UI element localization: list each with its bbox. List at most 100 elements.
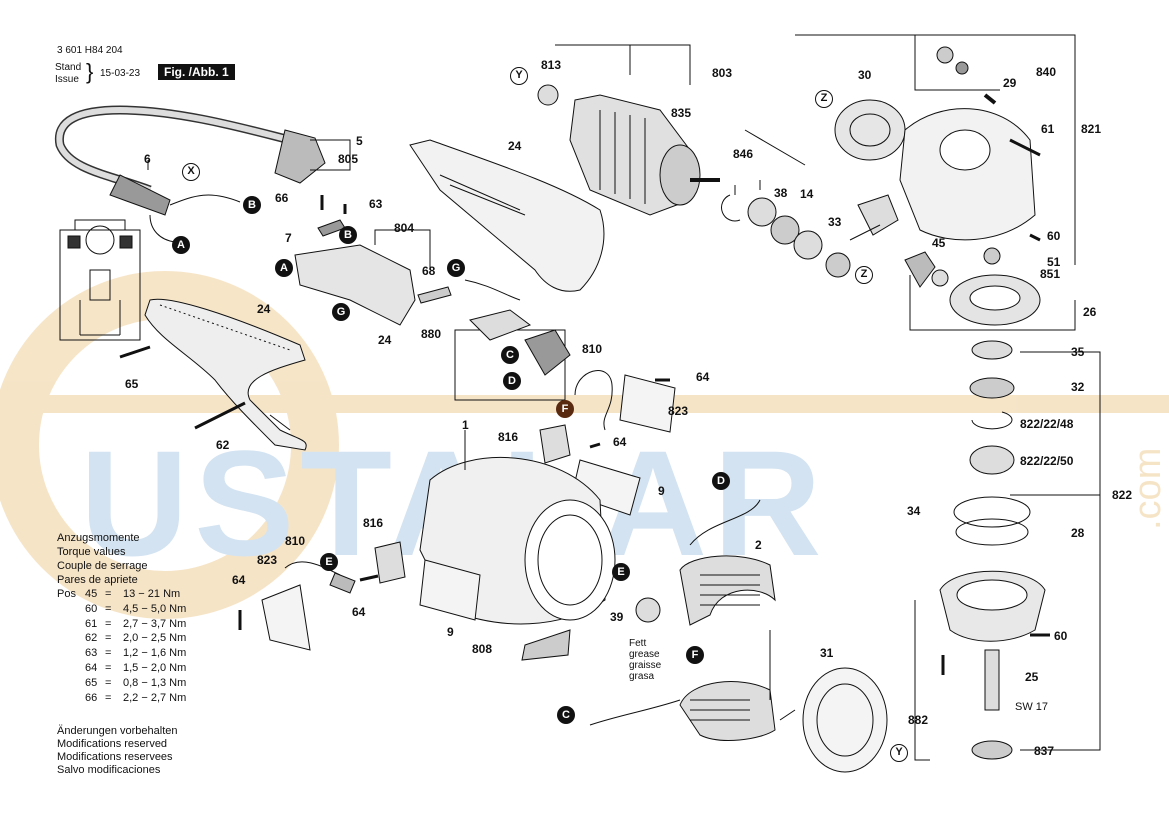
part-label: 7 xyxy=(285,231,292,245)
grease-note: Fett grease graisse grasa xyxy=(629,638,662,682)
part-label: 816 xyxy=(363,516,384,530)
part-label: 810 xyxy=(285,534,306,548)
part-label: 30 xyxy=(858,68,872,82)
marker-a: A xyxy=(172,236,190,254)
note-es: Salvo modificaciones xyxy=(57,764,161,776)
part-label: 39 xyxy=(610,610,624,624)
pos-label: Pos xyxy=(57,588,76,600)
torque-row: 63=1,2 − 1,6 Nm xyxy=(85,647,187,660)
modification-notes: Änderungen vorbehalten Modifications res… xyxy=(57,725,177,777)
part-number: 3 601 H84 204 xyxy=(57,45,123,56)
part-label: 880 xyxy=(421,327,442,341)
part-label: 882 xyxy=(908,713,929,727)
part-label: 823 xyxy=(668,404,689,418)
part-label: 45 xyxy=(932,236,946,250)
part-label: 24 xyxy=(257,302,271,316)
part-label: 822/22/48 xyxy=(1020,417,1074,431)
part-label: 64 xyxy=(613,435,627,449)
note-fr: Modifications reservees xyxy=(57,751,173,763)
field-coil-lower xyxy=(679,681,776,741)
part-label: 803 xyxy=(712,66,733,80)
marker-e: E xyxy=(612,563,630,581)
torque-title-en: Torque values xyxy=(57,546,126,558)
part-label: 31 xyxy=(820,646,834,660)
part-label: 68 xyxy=(422,264,436,278)
part-label: 38 xyxy=(774,186,788,200)
torque-row: 61=2,7 − 3,7 Nm xyxy=(85,617,187,630)
svg-text:.com: .com xyxy=(1127,448,1169,530)
marker-c: C xyxy=(501,346,519,364)
figure-label: Fig. /Abb. 1 xyxy=(158,64,235,80)
torque-title-fr: Couple de serrage xyxy=(57,560,148,572)
marker-b: B xyxy=(339,226,357,244)
torque-title-es: Pares de apriete xyxy=(57,574,138,586)
stand-label: Stand xyxy=(55,62,82,73)
rear-handle-grip xyxy=(144,298,307,451)
cover-plate-823b xyxy=(261,584,311,651)
part-label: 9 xyxy=(447,625,454,639)
part-label: 64 xyxy=(232,573,246,587)
marker-f: F xyxy=(686,646,704,664)
marker-c: C xyxy=(557,706,575,724)
part-label: 821 xyxy=(1081,122,1102,136)
cover-plate-823 xyxy=(619,374,676,433)
part-label: 28 xyxy=(1071,526,1085,540)
part-label: 24 xyxy=(378,333,392,347)
gear-housing xyxy=(899,108,1036,241)
part-label: 14 xyxy=(800,187,814,201)
part-label: 837 xyxy=(1034,744,1055,758)
part-label: 29 xyxy=(1003,76,1017,90)
marker-b: B xyxy=(243,196,261,214)
torque-row: 64=1,5 − 2,0 Nm xyxy=(85,661,187,674)
part-label: 65 xyxy=(125,377,139,391)
brush-cover-9b xyxy=(419,559,481,621)
part-label: 24 xyxy=(508,139,522,153)
marker-e: E xyxy=(320,553,338,571)
brake-block xyxy=(857,194,899,236)
marker-y: Y xyxy=(510,67,528,85)
part-label: 25 xyxy=(1025,670,1039,684)
spindle-25 xyxy=(984,649,1000,711)
part-label: 1 xyxy=(462,418,469,432)
part-label: 805 xyxy=(338,152,359,166)
marker-a: A xyxy=(275,259,293,277)
part-label: 804 xyxy=(394,221,415,235)
part-label: 6 xyxy=(144,152,151,166)
side-handle xyxy=(409,139,605,292)
part-label: 26 xyxy=(1083,305,1097,319)
issue-date: 15-03-23 xyxy=(100,68,141,79)
part-label: 840 xyxy=(1036,65,1057,79)
part-label: 60 xyxy=(1054,629,1068,643)
part-label: 61 xyxy=(1041,122,1055,136)
marker-g: G xyxy=(447,259,465,277)
torque-row: 66=2,2 − 2,7 Nm xyxy=(85,691,187,704)
marker-d: D xyxy=(503,372,521,390)
part-label: 816 xyxy=(498,430,519,444)
switch-assembly xyxy=(294,244,416,326)
part-label: 822/22/50 xyxy=(1020,454,1074,468)
marker-z: Z xyxy=(855,266,873,284)
bevel-gear-30 xyxy=(834,99,906,161)
marker-f: F xyxy=(556,400,574,418)
torque-table: Anzugsmomente Torque values Couple de se… xyxy=(57,531,186,705)
marker-z: Z xyxy=(815,90,833,108)
torque-row: 65=0,8 − 1,3 Nm xyxy=(85,676,187,689)
marker-y: Y xyxy=(890,744,908,762)
part-label: 851 xyxy=(1040,267,1061,281)
torque-title-de: Anzugsmomente xyxy=(57,532,140,544)
part-label: 62 xyxy=(216,438,230,452)
part-label: 51 xyxy=(1047,255,1061,269)
part-label: 66 xyxy=(275,191,289,205)
part-label: 64 xyxy=(352,605,366,619)
part-label: 32 xyxy=(1071,380,1085,394)
part-label: 63 xyxy=(369,197,383,211)
note-de: Änderungen vorbehalten xyxy=(57,725,178,737)
part-label: 846 xyxy=(733,147,754,161)
part-label: 5 xyxy=(356,134,363,148)
issue-label: Issue xyxy=(55,74,79,85)
part-label: 808 xyxy=(472,642,493,656)
brace: } xyxy=(86,59,94,84)
part-label: 813 xyxy=(541,58,562,72)
torque-row: 62=2,0 − 2,5 Nm xyxy=(85,632,187,645)
